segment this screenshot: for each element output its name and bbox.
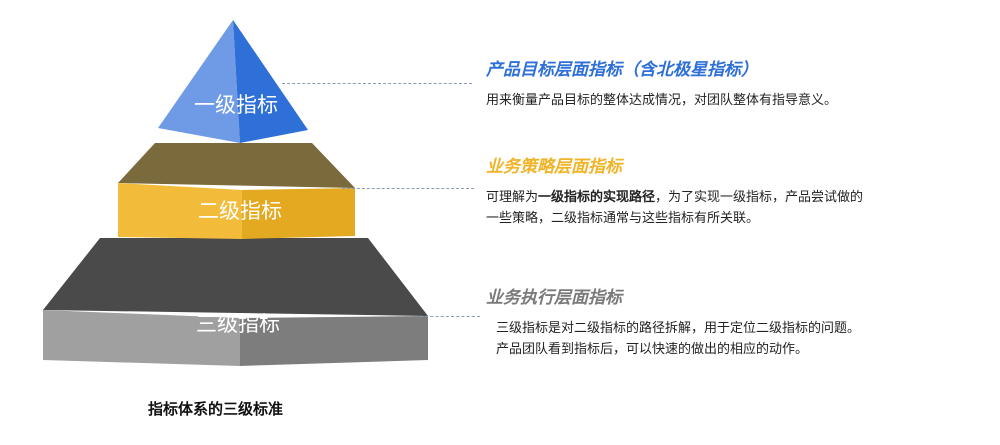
level2-description-block: 业务策略层面指标 可理解为一级指标的实现路径，为了实现一级指标，产品尝试做的 一… [486, 152, 863, 229]
level2-label: 二级指标 [198, 199, 282, 223]
level3-top-face [43, 238, 428, 316]
level2-title: 业务策略层面指标 [486, 157, 622, 177]
level3-label: 三级指标 [196, 312, 280, 336]
level3-title: 业务执行层面指标 [486, 288, 622, 308]
level1-side-face [233, 20, 308, 143]
level1-connector [282, 83, 472, 84]
level2-desc-post: ，为了实现一级指标，产品尝试做的 [655, 190, 864, 205]
level3-desc-line2: 产品团队看到指标后，可以快速的做出的相应的动作。 [496, 342, 809, 357]
level1-desc: 用来衡量产品目标的整体达成情况，对团队整体有指导意义。 [486, 93, 838, 108]
level3-side-face [240, 316, 428, 366]
level3-desc: 三级指标是对二级指标的路径拆解，用于定位二级指标的问题。 产品团队看到指标后，可… [486, 318, 860, 360]
level2-top-face [118, 143, 355, 188]
level1-label: 一级指标 [194, 93, 278, 117]
level3-front-face [43, 310, 240, 366]
level2-desc: 可理解为一级指标的实现路径，为了实现一级指标，产品尝试做的 一些策略，二级指标通… [486, 187, 863, 229]
level1-description-block: 产品目标层面指标（含北极星指标） 用来衡量产品目标的整体达成情况，对团队整体有指… [486, 55, 837, 111]
level3-desc-line1: 三级指标是对二级指标的路径拆解，用于定位二级指标的问题。 [496, 321, 861, 336]
level2-desc-line2: 一些策略，二级指标通常与这些指标有所关联。 [486, 211, 760, 226]
level3-connector [420, 316, 480, 317]
level2-side-face [242, 188, 355, 239]
level2-desc-pre: 可理解为 [486, 190, 539, 205]
level1-front-face [158, 20, 240, 143]
level2-front-face [118, 183, 242, 239]
level3-description-block: 业务执行层面指标 三级指标是对二级指标的路径拆解，用于定位二级指标的问题。 产品… [486, 283, 860, 360]
level1-title: 产品目标层面指标（含北极星指标） [486, 60, 758, 80]
diagram-caption: 指标体系的三级标准 [148, 400, 284, 418]
level2-desc-bold: 一级指标的实现路径 [538, 190, 656, 205]
level2-connector [342, 188, 474, 189]
